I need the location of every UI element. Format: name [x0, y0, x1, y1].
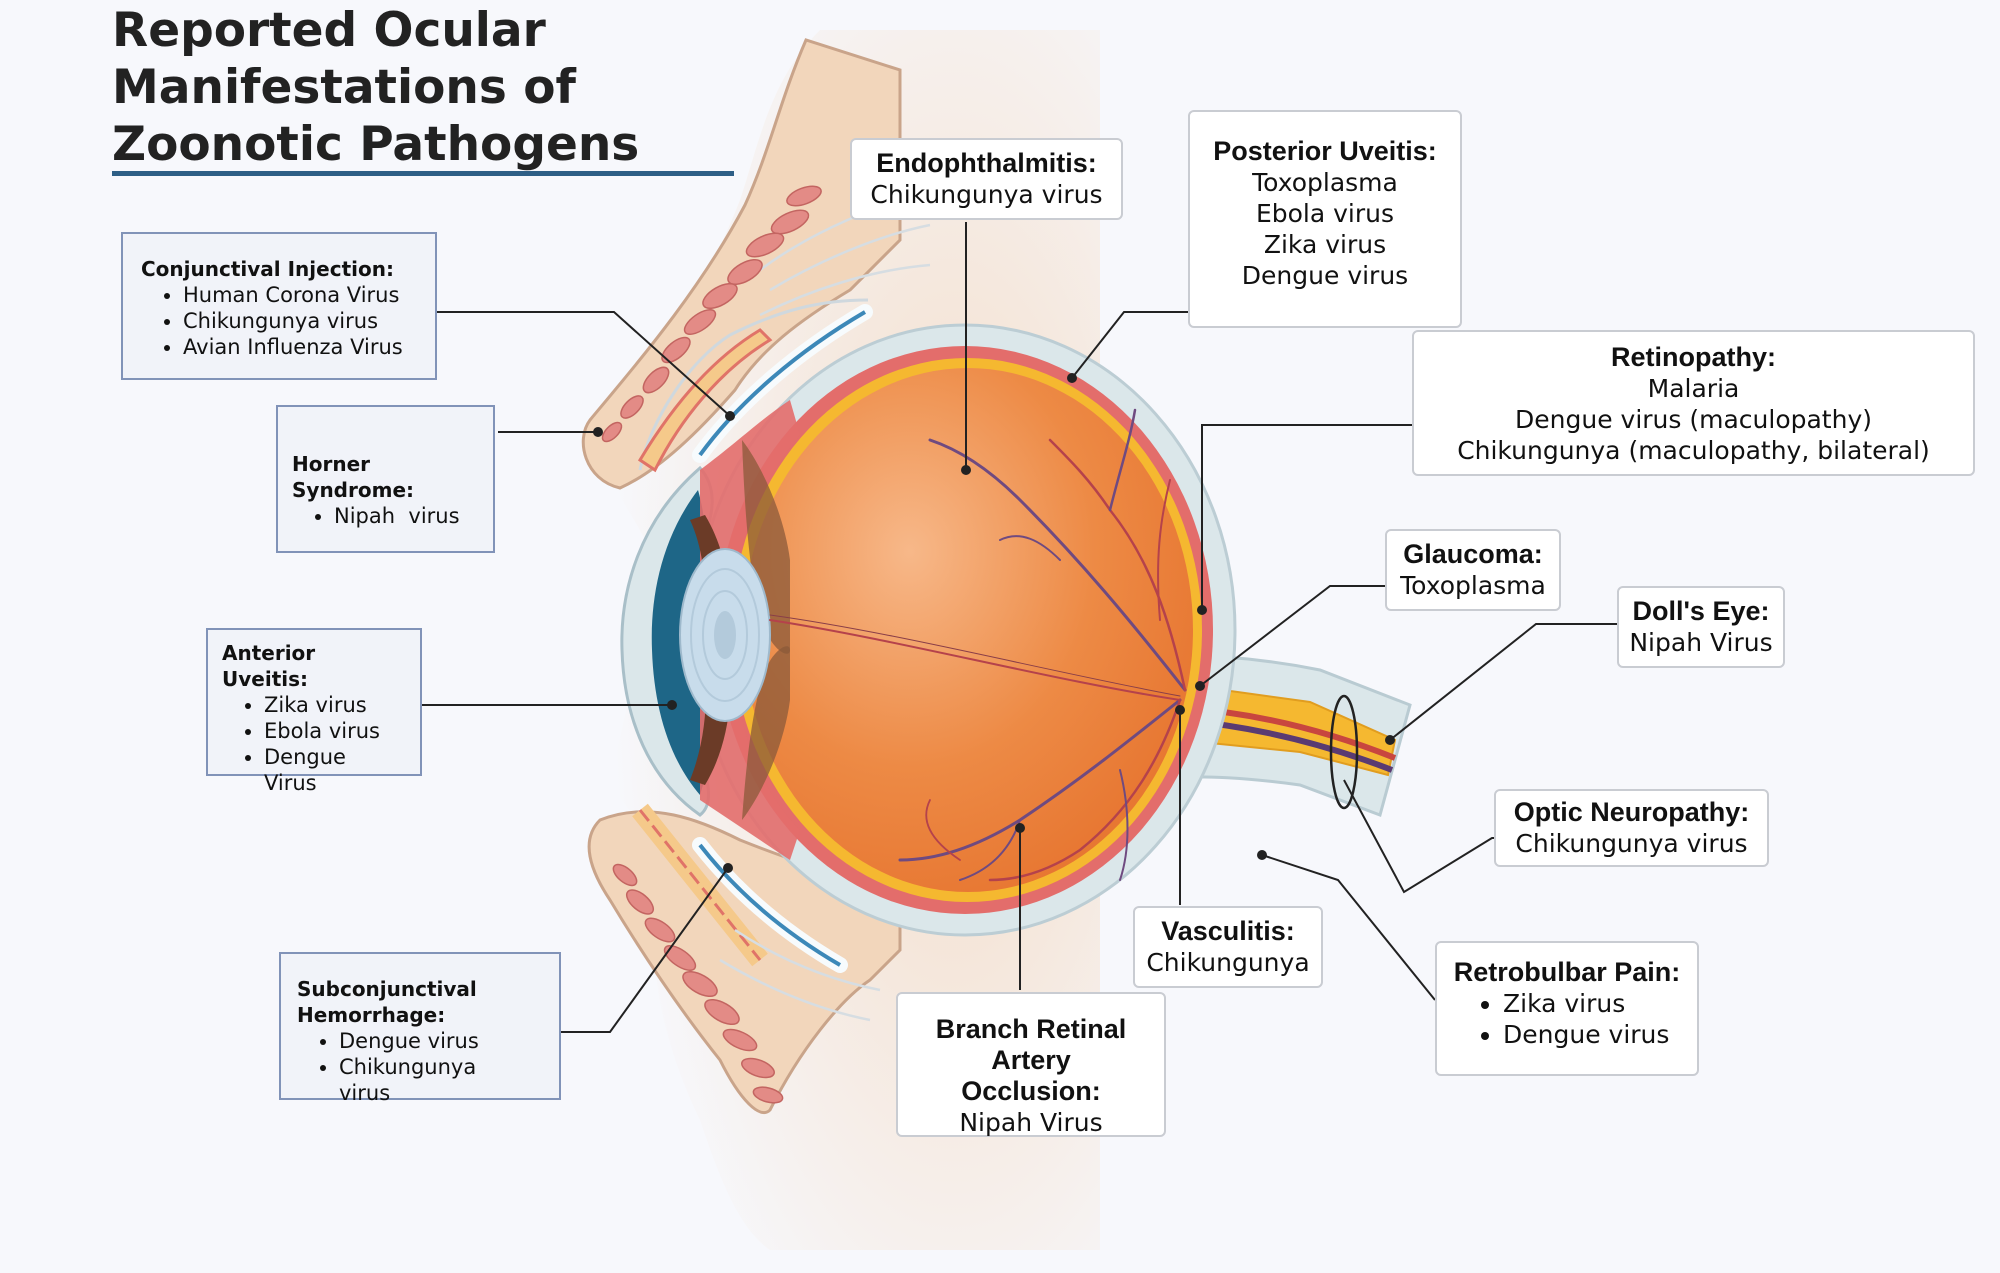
- pathogen-item: Nipah Virus: [1629, 628, 1773, 657]
- pathogen-item: Zika virus: [1503, 988, 1689, 1019]
- label-retinopathy: Retinopathy: Malaria Dengue virus (macul…: [1412, 330, 1975, 476]
- label-glaucoma: Glaucoma: Toxoplasma: [1385, 529, 1561, 611]
- label-heading: Posterior Uveitis:: [1213, 136, 1437, 166]
- pathogen-item: Ebola virus: [1255, 199, 1395, 228]
- label-heading: Branch Retinal Artery Occlusion:: [935, 1014, 1127, 1106]
- pathogen-item: Chikungunya virus: [183, 308, 419, 334]
- leader-lines: [422, 222, 1617, 1033]
- retinal-vessels: [769, 408, 1187, 882]
- pathogen-item: Chikungunya (maculopathy, bilateral): [1457, 436, 1930, 465]
- page-title: Reported Ocular Manifestations of Zoonot…: [112, 2, 639, 173]
- label-heading: Anterior Uveitis:: [222, 641, 316, 691]
- label-endophthalmitis: Endophthalmitis: Chikungunya virus: [850, 138, 1123, 220]
- label-posterior-uveitis: Posterior Uveitis: Toxoplasma Ebola viru…: [1188, 110, 1462, 328]
- label-conjunctival-injection: Conjunctival Injection: Human Corona Vir…: [121, 232, 437, 380]
- pathogen-list: Zika virus Ebola virus Dengue Virus: [222, 692, 404, 796]
- pathogen-item: Zika virus: [1263, 230, 1387, 259]
- label-heading: Retinopathy:: [1611, 342, 1776, 372]
- pathogen-item: Dengue Virus: [264, 744, 354, 796]
- label-horner-syndrome: Horner Syndrome: Nipah virus: [276, 405, 495, 553]
- pathogen-list: Zika virus Dengue virus: [1445, 988, 1689, 1050]
- upper-eyelid: [581, 38, 931, 490]
- label-anterior-uveitis: Anterior Uveitis: Zika virus Ebola virus…: [206, 628, 422, 795]
- label-subconjunctival-hemorrhage: Subconjunctival Hemorrhage: Dengue virus…: [279, 952, 561, 1105]
- label-vasculitis: Vasculitis: Chikungunya: [1133, 906, 1323, 988]
- pathogen-item: Malaria: [1647, 374, 1740, 403]
- pathogen-item: Dengue virus: [1241, 261, 1409, 290]
- title-line-3: Zoonotic Pathogens: [112, 117, 640, 172]
- label-heading: Retrobulbar Pain:: [1453, 957, 1681, 987]
- label-retrobulbar-pain: Retrobulbar Pain: Zika virus Dengue viru…: [1435, 941, 1699, 1076]
- pathogen-list: Dengue virus Chikungunya virus: [297, 1028, 543, 1106]
- pathogen-item: Toxoplasma: [1400, 571, 1546, 600]
- anchor-dots: [593, 373, 1395, 873]
- pathogen-item: Chikungunya: [1146, 948, 1310, 977]
- pathogen-list: Human Corona Virus Chikungunya virus Avi…: [141, 282, 419, 360]
- pathogen-item: Ebola virus: [264, 718, 404, 744]
- pathogen-item: Toxoplasma: [1252, 168, 1398, 197]
- label-heading: Endophthalmitis:: [876, 148, 1097, 178]
- pathogen-item: Dengue virus: [1503, 1019, 1689, 1050]
- pathogen-item: Chikungunya virus: [339, 1054, 489, 1106]
- label-heading: Glaucoma:: [1403, 539, 1543, 569]
- label-heading: Vasculitis:: [1161, 916, 1295, 946]
- label-heading: Optic Neuropathy:: [1513, 797, 1750, 827]
- pathogen-item: Dengue virus (maculopathy): [1515, 405, 1872, 434]
- label-dolls-eye: Doll's Eye: Nipah Virus: [1617, 586, 1785, 668]
- pathogen-list: Nipah virus: [292, 503, 477, 529]
- pathogen-item: Avian Influenza Virus: [183, 334, 419, 360]
- title-line-2: Manifestations of: [112, 60, 576, 115]
- pathogen-item: Nipah virus: [334, 503, 477, 529]
- title-line-1: Reported Ocular: [112, 3, 546, 58]
- label-optic-neuropathy: Optic Neuropathy: Chikungunya virus: [1494, 789, 1769, 867]
- anterior-segment: [620, 400, 800, 860]
- label-heading: Horner Syndrome:: [292, 452, 415, 502]
- label-heading: Subconjunctival Hemorrhage:: [297, 977, 477, 1027]
- label-branch-retinal-artery-occlusion: Branch Retinal Artery Occlusion: Nipah V…: [896, 992, 1166, 1137]
- label-heading: Doll's Eye:: [1632, 596, 1770, 626]
- pathogen-item: Zika virus: [264, 692, 404, 718]
- pathogen-item: Human Corona Virus: [183, 282, 419, 308]
- pathogen-item: Dengue virus: [339, 1028, 543, 1054]
- title-underline: [112, 171, 734, 176]
- pathogen-item: Chikungunya virus: [870, 180, 1103, 209]
- pathogen-item: Nipah Virus: [959, 1108, 1103, 1137]
- pathogen-item: Chikungunya virus: [1515, 829, 1748, 858]
- vitreous-body: [743, 368, 1193, 892]
- label-heading: Conjunctival Injection:: [141, 257, 394, 281]
